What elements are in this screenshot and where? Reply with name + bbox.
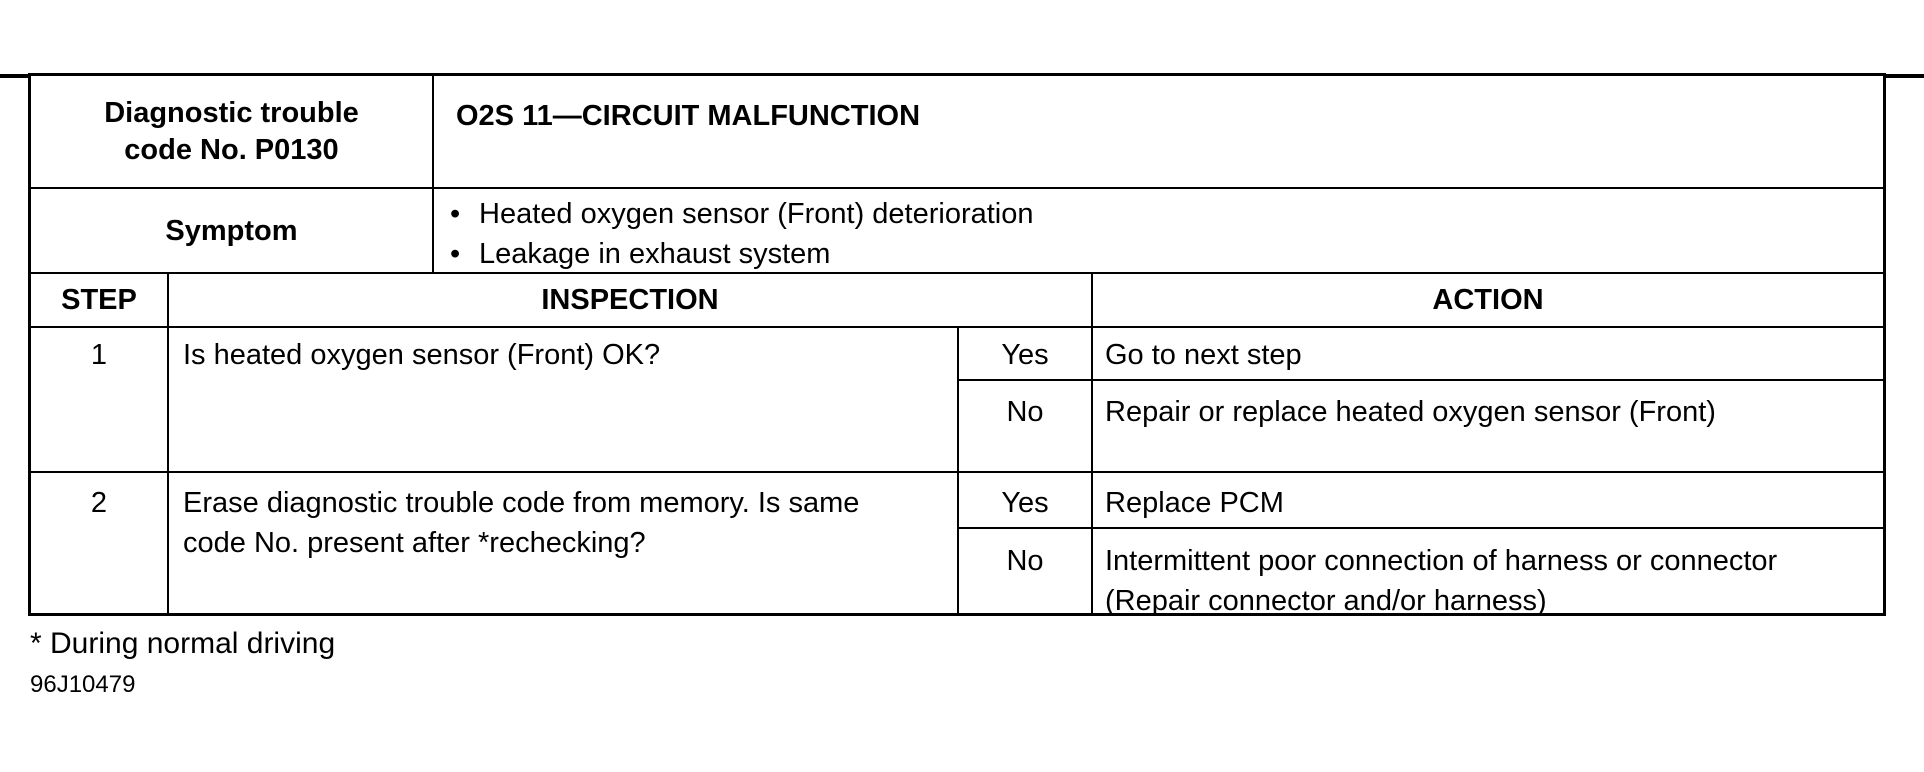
bullet-icon: • bbox=[450, 238, 461, 270]
symptom-label-cell: Symptom bbox=[31, 189, 432, 272]
step1-yes-action-text: Go to next step bbox=[1105, 339, 1302, 371]
dtc-code-label: Diagnostic trouble code No. P0130 bbox=[104, 96, 359, 166]
symptom-list-cell: • Heated oxygen sensor (Front) deteriora… bbox=[434, 189, 1883, 272]
column-header-inspection: INSPECTION bbox=[169, 274, 1091, 326]
step1-yes-action-cell: Go to next step bbox=[1093, 328, 1883, 379]
bullet-icon: • bbox=[450, 198, 461, 230]
step2-inspection-text: Erase diagnostic trouble code from memor… bbox=[183, 487, 860, 559]
step2-no-action-cell: Intermittent poor connection of harness … bbox=[1093, 529, 1883, 617]
diagnostic-trouble-code-table: Diagnostic trouble code No. P0130 O2S 11… bbox=[28, 73, 1886, 617]
dtc-code-label-cell: Diagnostic trouble code No. P0130 bbox=[31, 76, 432, 187]
step1-number-cell: 1 bbox=[31, 328, 167, 471]
column-header-step: STEP bbox=[31, 274, 167, 326]
column-header-action: ACTION bbox=[1093, 274, 1883, 326]
symptom-label: Symptom bbox=[165, 214, 298, 247]
step1-inspection-text: Is heated oxygen sensor (Front) OK? bbox=[183, 339, 661, 371]
document-number: 96J10479 bbox=[30, 671, 136, 698]
step1-yes-cell: Yes bbox=[959, 328, 1091, 379]
step1-no-action-cell: Repair or replace heated oxygen sensor (… bbox=[1093, 381, 1883, 471]
step2-no-cell: No bbox=[959, 529, 1091, 613]
symptom-item: • Leakage in exhaust system bbox=[450, 234, 1873, 274]
step1-inspection-cell: Is heated oxygen sensor (Front) OK? bbox=[169, 328, 957, 471]
symptom-item: • Heated oxygen sensor (Front) deteriora… bbox=[450, 194, 1873, 234]
step2-number-cell: 2 bbox=[31, 473, 167, 613]
step1-no-action-text: Repair or replace heated oxygen sensor (… bbox=[1105, 396, 1716, 428]
step2-yes-action-text: Replace PCM bbox=[1105, 487, 1284, 519]
step2-yes-cell: Yes bbox=[959, 473, 1091, 527]
dtc-title-cell: O2S 11—CIRCUIT MALFUNCTION bbox=[434, 76, 1883, 187]
step1-no-cell: No bbox=[959, 381, 1091, 471]
step2-yes-action-cell: Replace PCM bbox=[1093, 473, 1883, 527]
dtc-title: O2S 11—CIRCUIT MALFUNCTION bbox=[456, 100, 921, 132]
step2-no-action-text: Intermittent poor connection of harness … bbox=[1105, 545, 1778, 617]
symptom-item-text: Leakage in exhaust system bbox=[479, 238, 831, 270]
footnote: * During normal driving bbox=[30, 627, 336, 660]
symptom-item-text: Heated oxygen sensor (Front) deteriorati… bbox=[479, 198, 1034, 230]
step2-inspection-cell: Erase diagnostic trouble code from memor… bbox=[169, 473, 957, 613]
